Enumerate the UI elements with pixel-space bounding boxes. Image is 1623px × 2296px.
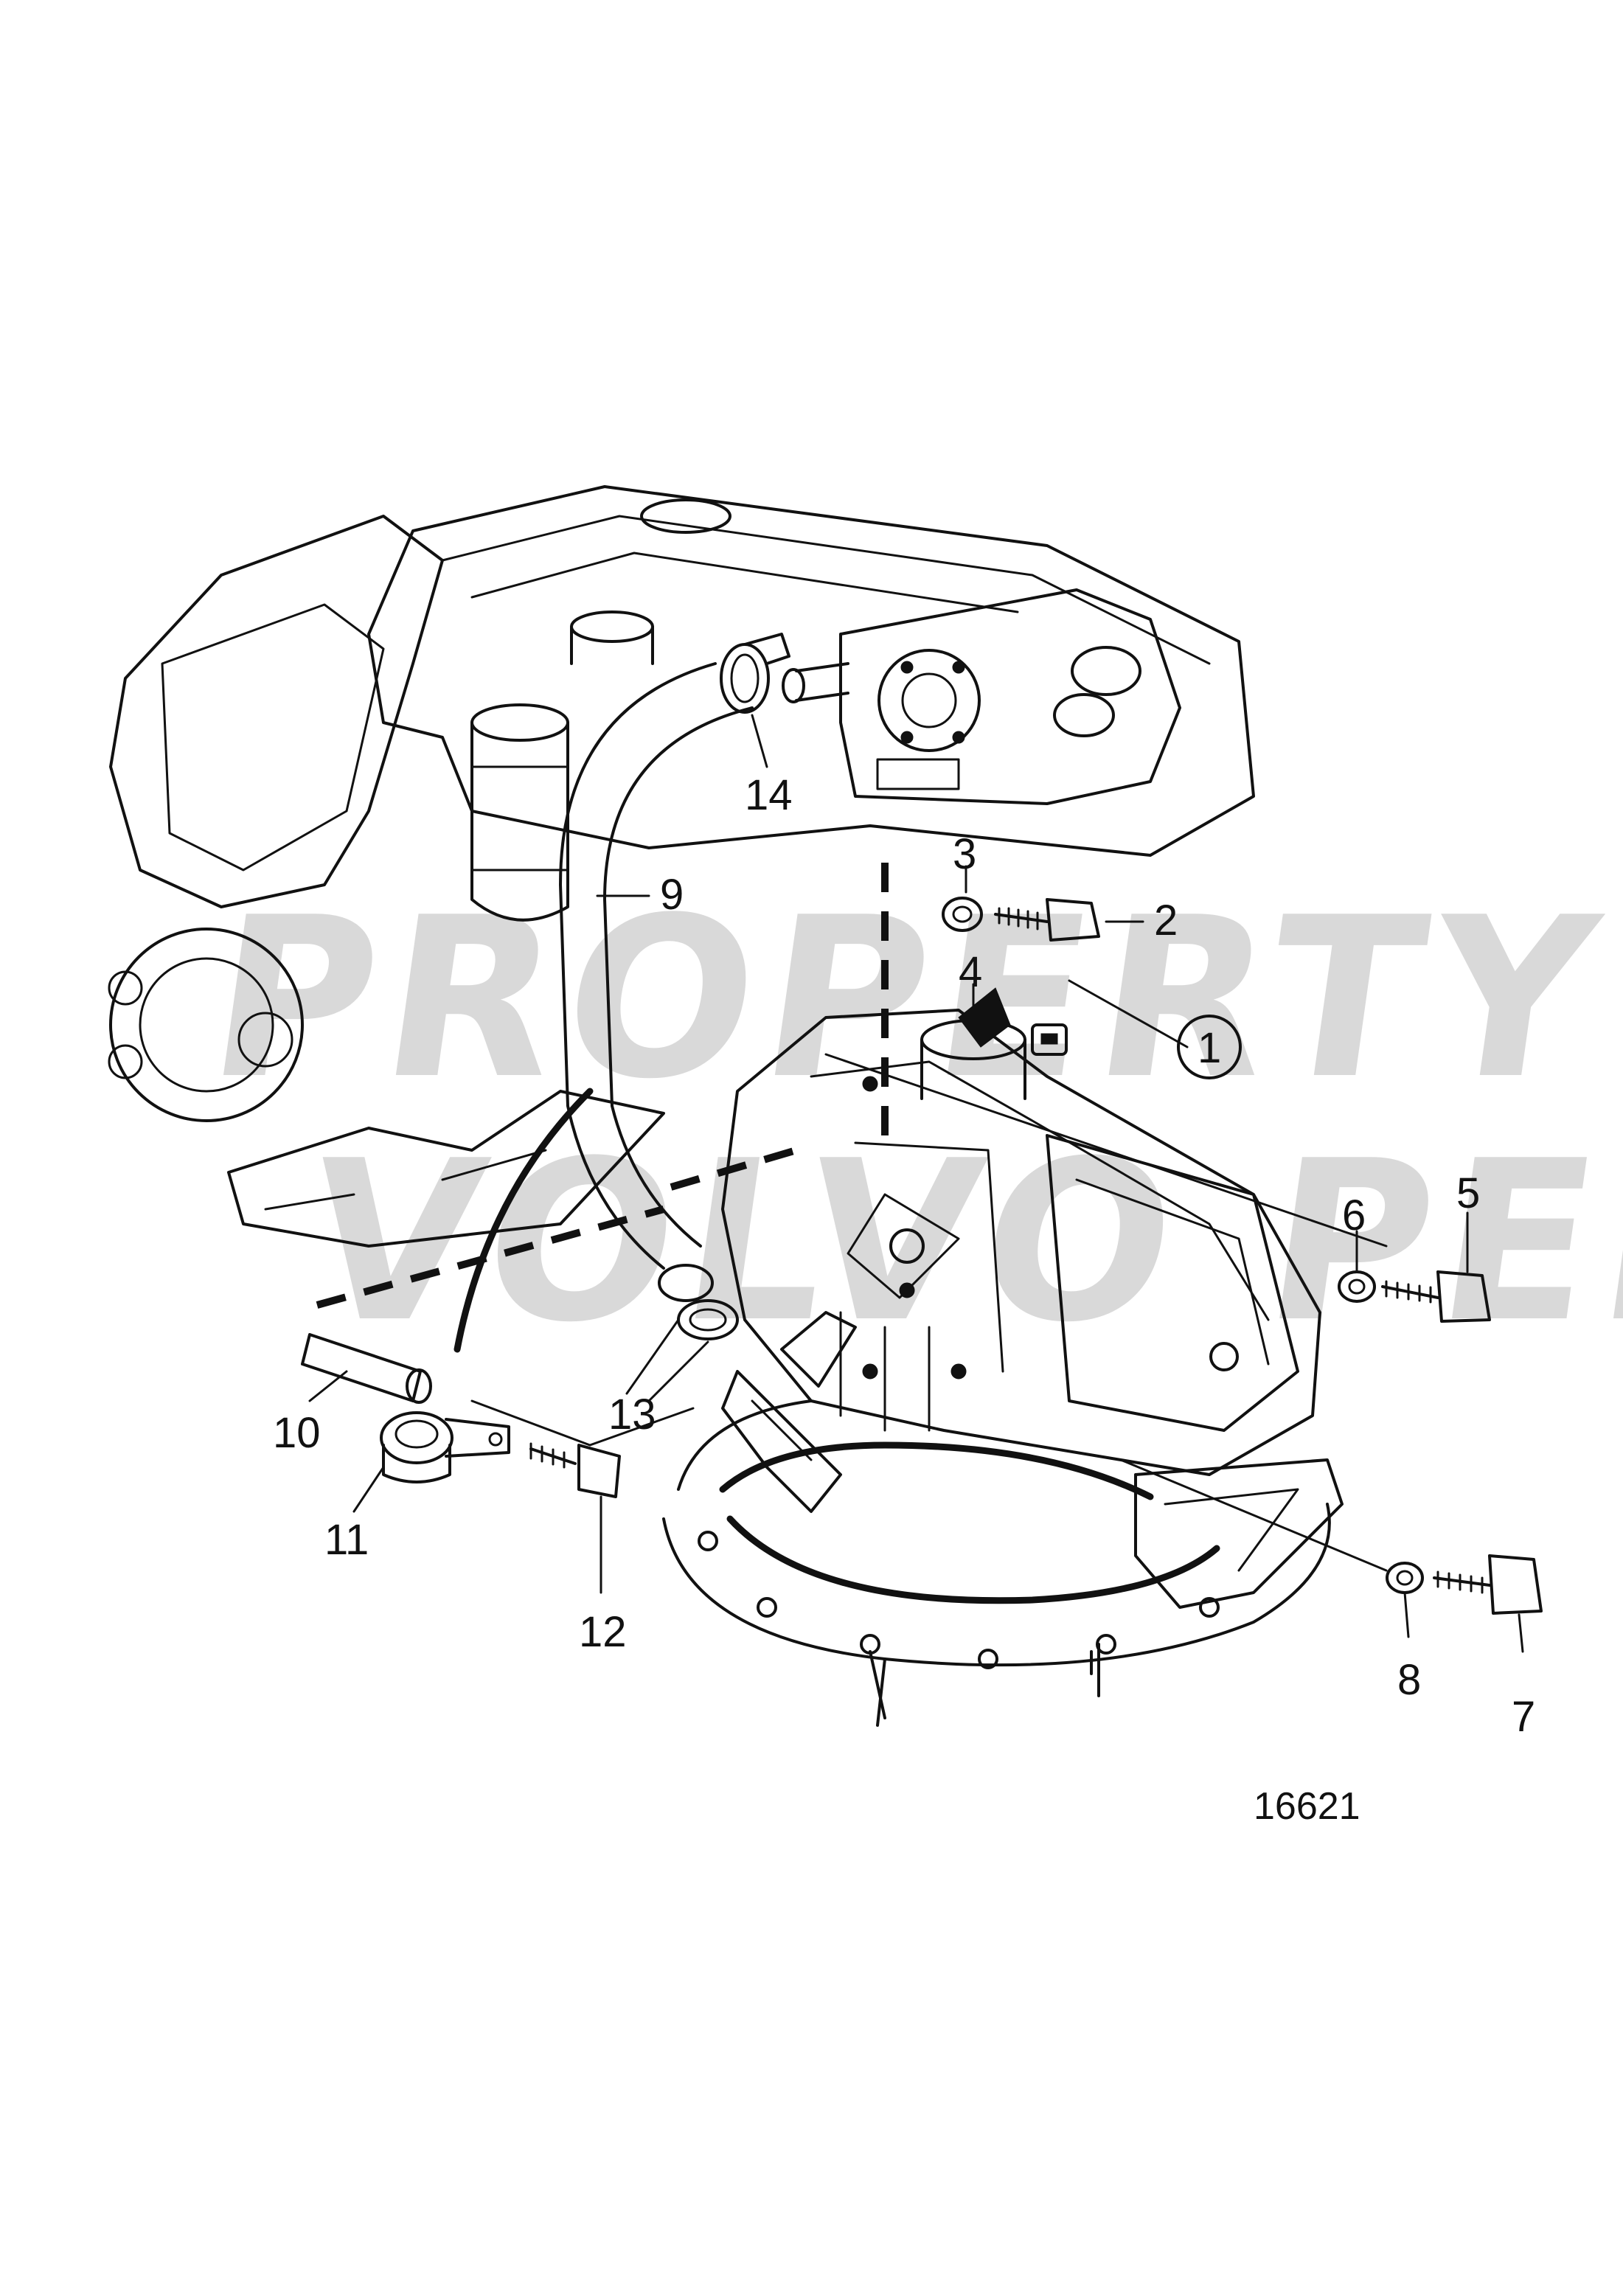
exploded-view-dashes bbox=[316, 863, 889, 1309]
callout-11: 11 bbox=[324, 1516, 369, 1564]
fastener-leaders bbox=[453, 1053, 1388, 1572]
callout-8: 8 bbox=[1397, 1656, 1422, 1704]
bolt-7-assembly bbox=[1386, 1554, 1543, 1615]
reverse-gear-housing bbox=[721, 987, 1321, 1476]
hose-clamp-upper bbox=[720, 633, 790, 714]
callout-9: 9 bbox=[660, 871, 684, 919]
coolant-hose bbox=[559, 662, 754, 1270]
engine-block bbox=[108, 485, 1255, 1248]
callout-4: 4 bbox=[959, 948, 983, 996]
callout-10: 10 bbox=[273, 1409, 321, 1457]
callout-2: 2 bbox=[1154, 897, 1178, 945]
flywheel-housing-flange bbox=[662, 1399, 1344, 1727]
hose-clamps-lower bbox=[658, 1264, 739, 1340]
callout-3: 3 bbox=[953, 830, 977, 878]
fitting-nipple bbox=[721, 1311, 857, 1513]
callout-1: 1 bbox=[1198, 1024, 1222, 1072]
clamp-11 bbox=[380, 1411, 510, 1483]
callout-14: 14 bbox=[745, 771, 793, 819]
callout-leaders bbox=[308, 714, 1524, 1653]
bolt-2-assembly bbox=[942, 897, 1100, 942]
spacer-10 bbox=[301, 1333, 432, 1404]
figure-number: 16621 bbox=[1254, 1785, 1360, 1828]
callout-7: 7 bbox=[1512, 1693, 1536, 1741]
callout-6: 6 bbox=[1342, 1192, 1366, 1239]
callout-5: 5 bbox=[1456, 1169, 1481, 1217]
callout-13: 13 bbox=[608, 1391, 656, 1439]
callout-12: 12 bbox=[579, 1608, 627, 1656]
bolt-12 bbox=[529, 1442, 621, 1498]
bolt-5-assembly bbox=[1338, 1270, 1491, 1323]
